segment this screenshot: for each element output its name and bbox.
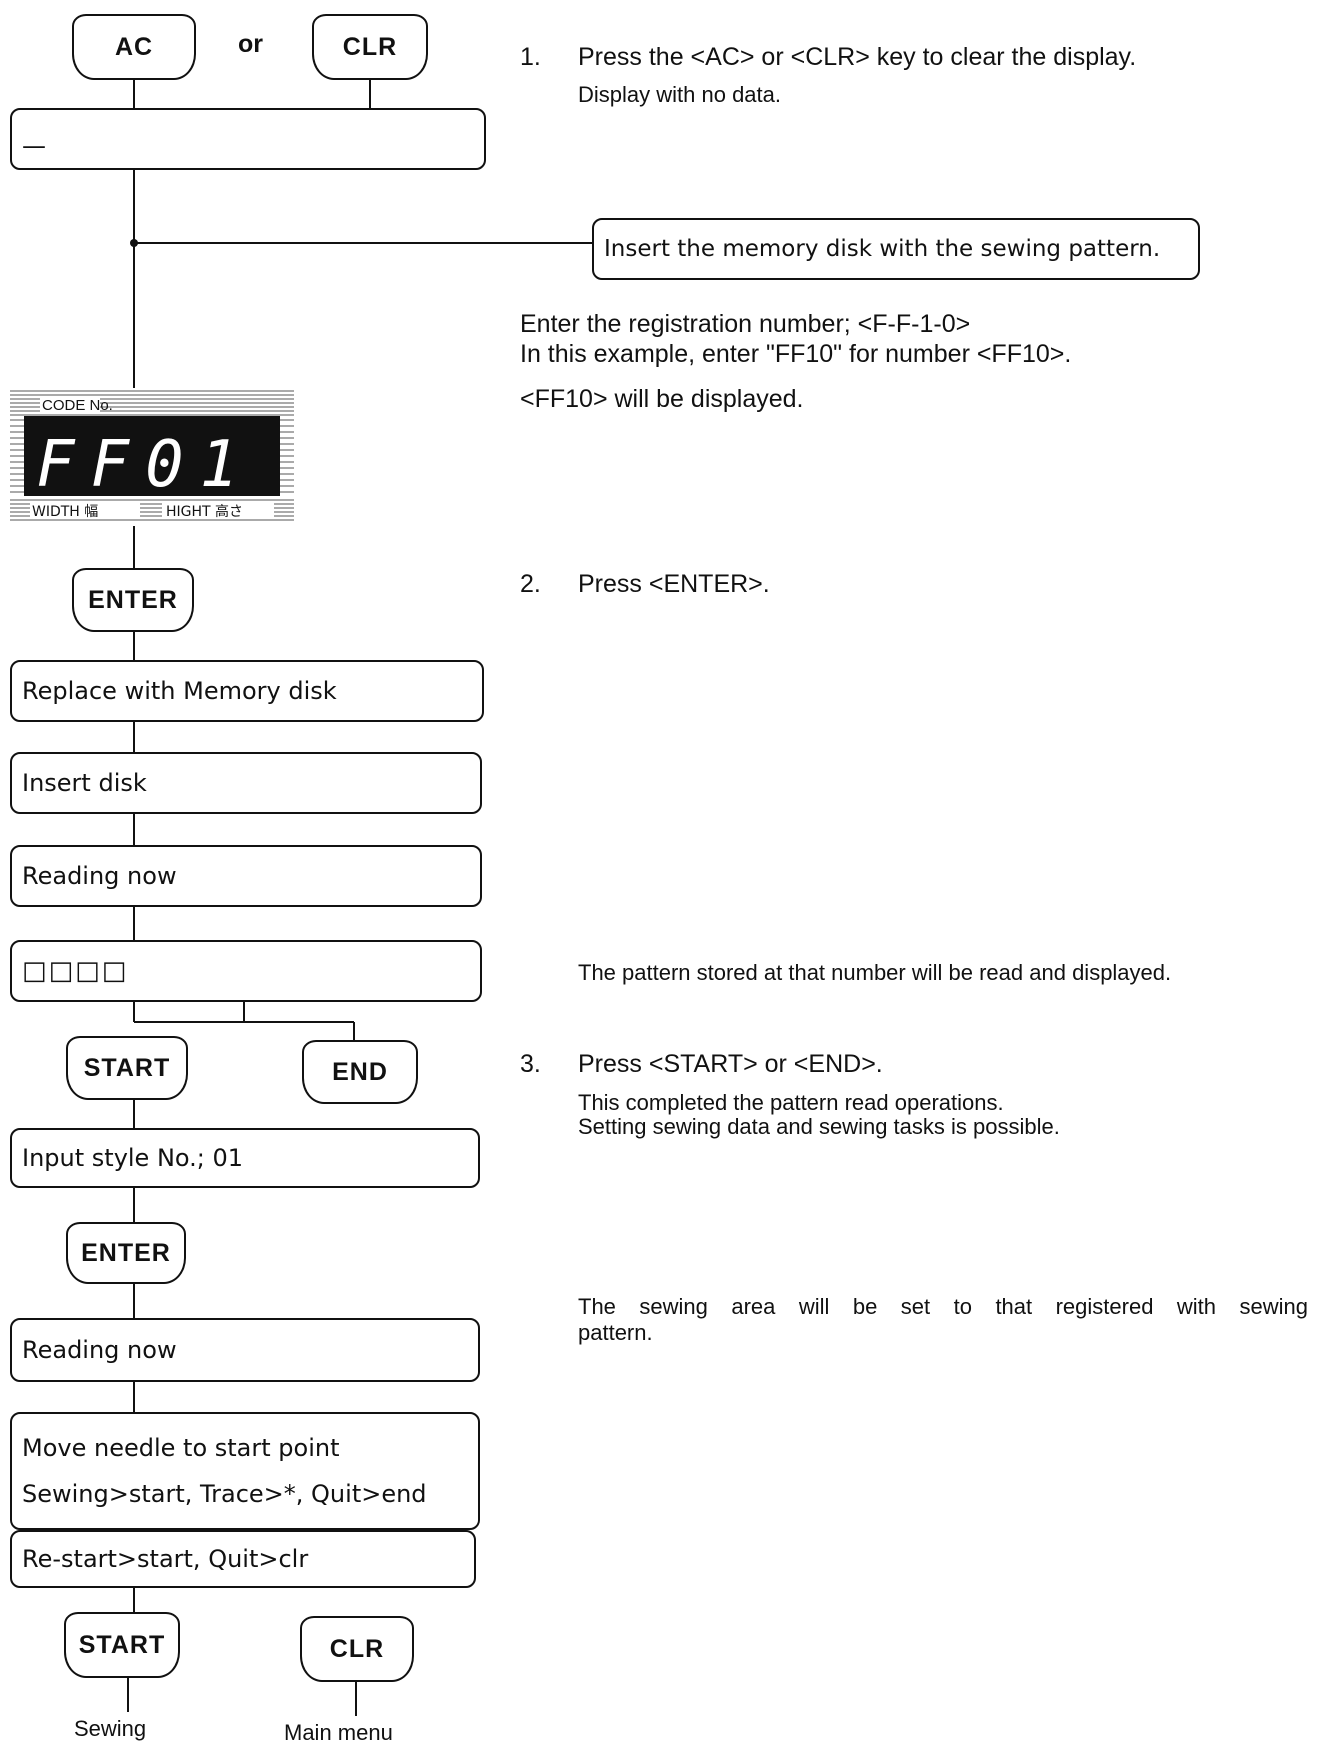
or-label: or xyxy=(238,30,263,58)
start-key[interactable]: START xyxy=(66,1036,188,1100)
enter-key[interactable]: ENTER xyxy=(72,568,194,632)
sewing-area-note-line1: The sewing area will be set to that regi… xyxy=(578,1294,1308,1319)
code-number-lcd: CODE No. FF01 WIDTH 幅 HIGHT 高さ xyxy=(10,390,294,521)
start-key-2[interactable]: START xyxy=(64,1612,180,1678)
sewing-label: Sewing xyxy=(74,1716,147,1741)
move-needle-box: Move needle to start point Sewing>start,… xyxy=(10,1412,480,1530)
reading-now-box-2: Reading now xyxy=(10,1318,480,1382)
move-needle-line1: Move needle to start point xyxy=(22,1434,340,1462)
restart-box: Re-start>start, Quit>clr xyxy=(10,1530,476,1588)
step3-subtext1: This completed the pattern read operatio… xyxy=(578,1090,1004,1115)
pattern-squares-box: □□□□ xyxy=(10,940,482,1002)
step1-subtext: Display with no data. xyxy=(578,82,781,107)
lcd-top-label: CODE No. xyxy=(42,397,113,414)
replace-memory-disk-box: Replace with Memory disk xyxy=(10,660,484,722)
input-style-box: Input style No.; 01 xyxy=(10,1128,480,1188)
end-key[interactable]: END xyxy=(302,1040,418,1104)
step3-subtext2: Setting sewing data and sewing tasks is … xyxy=(578,1114,1060,1139)
sewing-area-note-line2: pattern. xyxy=(578,1320,653,1345)
step3-text: Press <START> or <END>. xyxy=(578,1050,883,1078)
pattern-read-note: The pattern stored at that number will b… xyxy=(578,960,1172,985)
reading-now-box: Reading now xyxy=(10,845,482,907)
insert-memory-disk-box: Insert the memory disk with the sewing p… xyxy=(592,218,1200,280)
empty-display: — xyxy=(10,108,486,170)
move-needle-line2: Sewing>start, Trace>*, Quit>end xyxy=(22,1480,427,1508)
clr-key-2[interactable]: CLR xyxy=(300,1616,414,1682)
main-menu-label: Main menu xyxy=(284,1720,393,1745)
displayed-note: <FF10> will be displayed. xyxy=(520,385,804,413)
insert-disk-box: Insert disk xyxy=(10,752,482,814)
lcd-width-label: WIDTH 幅 xyxy=(32,504,98,520)
step1-number: 1. xyxy=(520,43,541,71)
clr-key[interactable]: CLR xyxy=(312,14,428,80)
enter-key-2[interactable]: ENTER xyxy=(66,1222,186,1284)
ac-key[interactable]: AC xyxy=(72,14,196,80)
step1-text: Press the <AC> or <CLR> key to clear the… xyxy=(578,43,1137,71)
registration-line1: Enter the registration number; <F-F-1-0> xyxy=(520,310,971,338)
step2-number: 2. xyxy=(520,570,541,598)
lcd-height-label: HIGHT 高さ xyxy=(166,503,243,520)
registration-line2: In this example, enter "FF10" for number… xyxy=(520,340,1072,368)
step2-text: Press <ENTER>. xyxy=(578,570,770,598)
step3-number: 3. xyxy=(520,1050,541,1078)
lcd-digits: FF01 xyxy=(36,428,254,502)
